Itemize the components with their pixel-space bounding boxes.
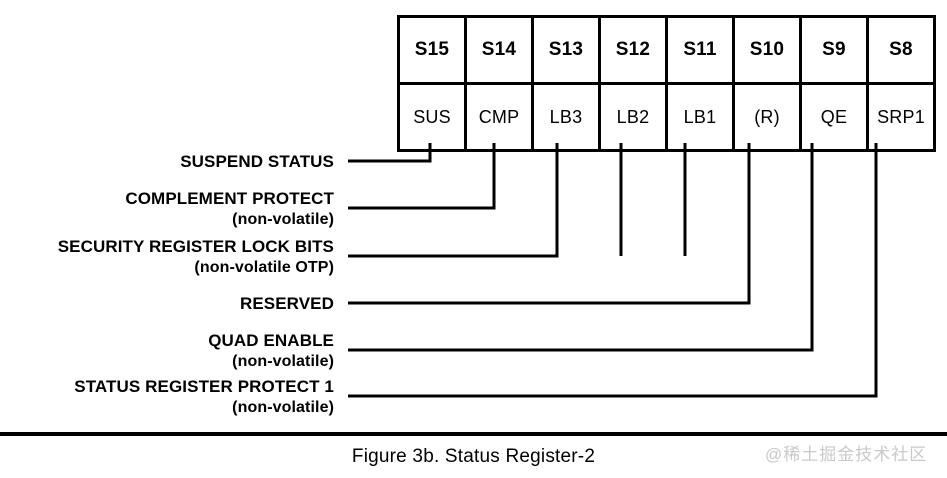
cell-bit-s11: S11 <box>665 15 735 85</box>
callout-sub-text: (non-volatile) <box>232 353 334 370</box>
callout-label-status-register-protect-1: STATUS REGISTER PROTECT 1 (non-volatile) <box>74 376 334 418</box>
cell-bit-s14: S14 <box>464 15 534 85</box>
callout-label-security-register-lock-bits: SECURITY REGISTER LOCK BITS (non-volatil… <box>58 236 334 278</box>
leader-line-reserved <box>348 143 751 305</box>
cell-func-lb3: LB3 <box>531 82 601 152</box>
cell-func-qe: QE <box>799 82 869 152</box>
table-row-bit-names: S15 S14 S13 S12 S11 S10 S9 S8 <box>397 15 936 85</box>
status-register-table: S15 S14 S13 S12 S11 S10 S9 S8 SUS CMP LB… <box>397 15 936 152</box>
horizontal-divider <box>0 432 947 436</box>
cell-func-srp1: SRP1 <box>866 82 936 152</box>
leader-line-srp1 <box>348 143 878 398</box>
callout-label-reserved: RESERVED <box>240 293 334 314</box>
callout-sub-text: (non-volatile) <box>232 211 334 228</box>
callout-main-text: SUSPEND STATUS <box>180 152 334 171</box>
callout-main-text: STATUS REGISTER PROTECT 1 <box>74 377 334 396</box>
callout-label-suspend-status: SUSPEND STATUS <box>180 151 334 172</box>
cell-bit-s15: S15 <box>397 15 467 85</box>
cell-bit-s10: S10 <box>732 15 802 85</box>
cell-func-cmp: CMP <box>464 82 534 152</box>
cell-func-sus: SUS <box>397 82 467 152</box>
callout-sub-text: (non-volatile) <box>232 399 334 416</box>
cell-bit-s8: S8 <box>866 15 936 85</box>
figure-caption: Figure 3b. Status Register-2 <box>351 446 596 467</box>
cell-bit-s12: S12 <box>598 15 668 85</box>
callout-main-text: COMPLEMENT PROTECT <box>125 189 334 208</box>
callout-label-complement-protect: COMPLEMENT PROTECT (non-volatile) <box>125 188 334 230</box>
leader-line-qe <box>348 143 814 352</box>
cell-func-lb2: LB2 <box>598 82 668 152</box>
cell-func-r: (R) <box>732 82 802 152</box>
callout-main-text: RESERVED <box>239 294 334 313</box>
watermark-text: @稀土掘金技术社区 <box>765 445 928 464</box>
callout-sub-text: (non-volatile OTP) <box>194 259 334 276</box>
callout-main-text: SECURITY REGISTER LOCK BITS <box>57 237 334 256</box>
table-row-bit-functions: SUS CMP LB3 LB2 LB1 (R) QE SRP1 <box>397 82 936 152</box>
cell-bit-s9: S9 <box>799 15 869 85</box>
leader-line-lb3 <box>348 143 559 258</box>
cell-bit-s13: S13 <box>531 15 601 85</box>
leader-line-cmp <box>348 143 496 210</box>
cell-func-lb1: LB1 <box>665 82 735 152</box>
callout-main-text: QUAD ENABLE <box>208 331 334 350</box>
callout-label-quad-enable: QUAD ENABLE (non-volatile) <box>208 330 334 372</box>
